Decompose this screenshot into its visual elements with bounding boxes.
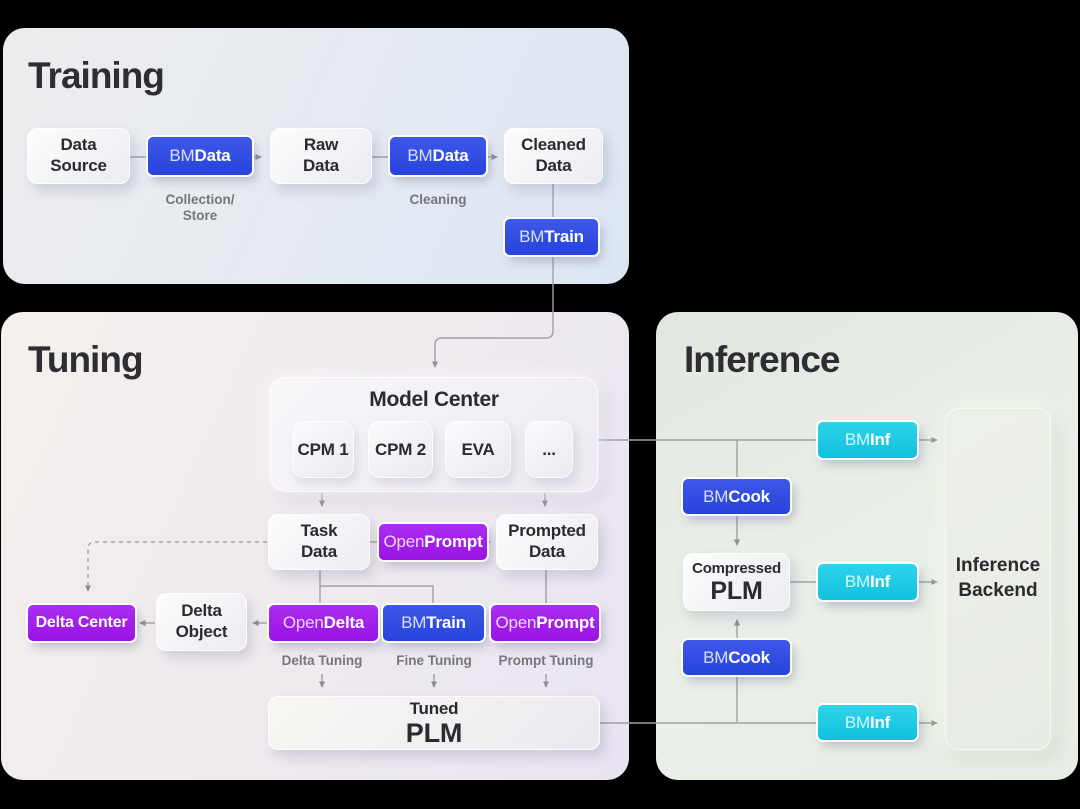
- data-source-line2: Source: [50, 156, 107, 175]
- compressed-plm-node: Compressed PLM: [683, 553, 790, 611]
- bmtrain-prefix: BM: [519, 227, 545, 246]
- task-data-line1: Task: [300, 521, 338, 541]
- inference-backend-line1: Inference: [955, 555, 1041, 577]
- bmtrain-bold: Train: [544, 227, 584, 246]
- prompted-data-node: Prompted Data: [496, 514, 598, 570]
- collection-label-line2: Store: [182, 208, 218, 224]
- bmtrain-prefix: BM: [401, 613, 427, 632]
- model-center-title: Model Center: [369, 388, 499, 411]
- raw-data-line1: Raw: [303, 135, 339, 155]
- delta-object-line1: Delta: [181, 601, 222, 621]
- bmcook-prefix: BM: [703, 486, 729, 506]
- bminf-prefix: BM: [844, 430, 870, 449]
- training-title: Training: [28, 55, 165, 96]
- delta-object-node: Delta Object: [156, 593, 247, 651]
- delta-center-label: Delta Center: [35, 614, 128, 631]
- collection-store-label: Collection/ Store: [148, 192, 252, 224]
- model-chip-cpm2: CPM 2: [368, 421, 433, 478]
- data-source-line1: Data: [60, 135, 97, 155]
- task-data-line2: Data: [300, 542, 338, 561]
- bmdata-prefix: BM: [169, 146, 195, 165]
- bminf-bold: Inf: [869, 430, 891, 449]
- delta-object-line2: Object: [175, 622, 228, 641]
- raw-data-node: Raw Data: [270, 128, 372, 184]
- bmdata-bold: Data: [432, 146, 469, 165]
- bminf-bold: Inf: [869, 572, 891, 591]
- bminf-prefix: BM: [844, 572, 870, 591]
- raw-data-line2: Data: [302, 156, 340, 175]
- cleaned-data-line2: Data: [535, 156, 572, 175]
- model-chip-eva: EVA: [445, 421, 511, 478]
- prompt-tuning-label: Prompt Tuning: [498, 653, 594, 668]
- bmcook-bold: Cook: [728, 486, 770, 506]
- cleaned-data-line1: Cleaned: [521, 135, 586, 155]
- bmcook-bold: Cook: [728, 647, 770, 667]
- fine-tuning-label: Fine Tuning: [396, 653, 472, 668]
- prompted-data-line1: Prompted: [508, 521, 586, 541]
- tuned-plm-line2: PLM: [405, 717, 463, 748]
- inference-title: Inference: [684, 339, 841, 380]
- task-data-node: Task Data: [268, 514, 370, 570]
- opendelta-prefix: Open: [282, 613, 324, 632]
- bmcook-prefix: BM: [703, 647, 729, 667]
- openprompt-bold: Prompt: [536, 613, 595, 632]
- compressed-plm-line2: PLM: [710, 577, 763, 606]
- openprompt-bold: Prompt: [424, 532, 483, 551]
- bminf-prefix: BM: [844, 712, 870, 732]
- bmtrain-bold: Train: [426, 613, 466, 632]
- cleaning-label: Cleaning: [409, 192, 467, 207]
- openprompt-prefix: Open: [383, 532, 425, 551]
- openprompt-prefix: Open: [495, 613, 537, 632]
- tuned-plm-node: Tuned PLM: [268, 696, 600, 750]
- bmdata-prefix: BM: [407, 146, 433, 165]
- opendelta-bold: Delta: [323, 613, 365, 632]
- tuning-title: Tuning: [28, 339, 144, 380]
- inference-backend-node: Inference Backend: [945, 408, 1051, 750]
- bmdata-bold: Data: [194, 146, 231, 165]
- cleaned-data-node: Cleaned Data: [504, 128, 603, 184]
- compressed-plm-line1: Compressed: [692, 559, 781, 577]
- inference-backend-line2: Backend: [958, 580, 1038, 601]
- prompted-data-line2: Data: [528, 542, 566, 561]
- bminf-bold: Inf: [869, 712, 891, 732]
- data-source-node: Data Source: [27, 128, 130, 184]
- model-chip-cpm1: CPM 1: [292, 421, 354, 478]
- tuned-plm-line1: Tuned: [409, 699, 459, 719]
- model-chip-more: ...: [525, 421, 573, 478]
- delta-tuning-label: Delta Tuning: [281, 653, 363, 668]
- collection-label-line1: Collection/: [165, 192, 235, 207]
- delta-center-button: Delta Center: [28, 605, 135, 641]
